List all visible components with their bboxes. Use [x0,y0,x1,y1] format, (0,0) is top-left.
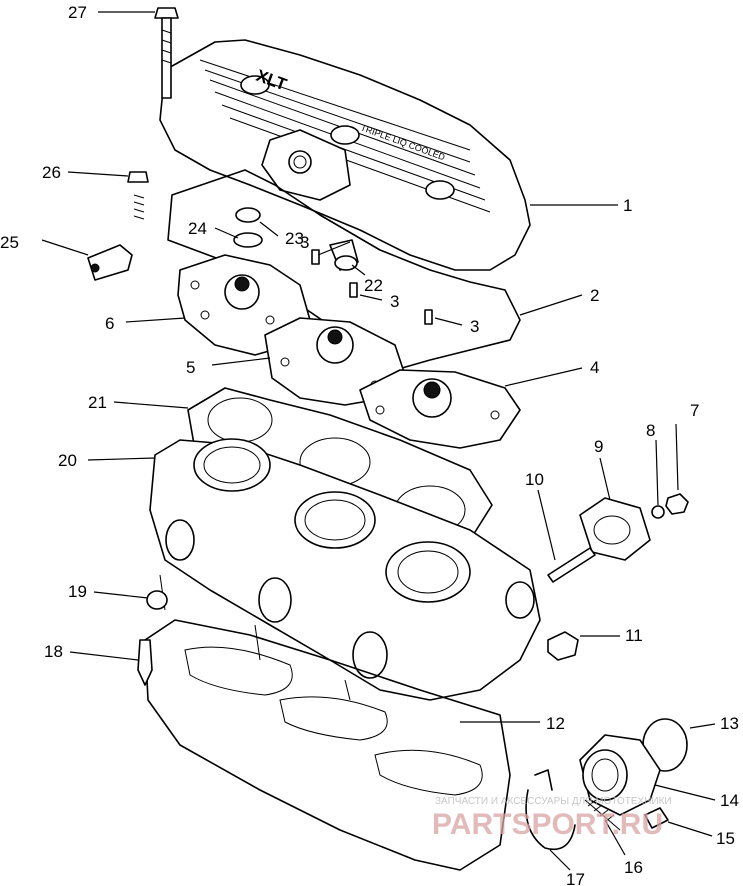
callout-26: 26 [42,163,61,182]
cylinder-head-cover: XLT TRIPLE LIQ COOLED [159,39,531,271]
leader-lines [41,11,716,871]
dowel-pins [311,249,433,325]
callout-8: 8 [646,421,655,440]
spring-16 [584,799,621,831]
callout-23: 23 [285,229,304,248]
callout-labels: 27 1 2 3 3 3 4 5 6 7 8 9 10 11 12 13 14 … [0,3,739,886]
callout-27: 27 [68,3,87,22]
watermark-logo: PARTSPORT.RU [432,808,663,841]
stud-10 [547,547,596,583]
fitting-18 [137,639,153,686]
callout-3-c: 3 [470,317,479,336]
callout-7: 7 [690,401,699,420]
oring-24 [233,207,263,248]
callout-6: 6 [105,314,114,333]
callout-3-b: 3 [390,292,399,311]
callout-22: 22 [364,276,383,295]
callout-10: 10 [525,470,544,489]
callout-3-a: 3 [300,233,309,252]
callout-11: 11 [625,626,643,645]
callout-15: 15 [716,829,735,848]
callout-4: 4 [590,358,599,377]
bolt-15 [644,807,669,829]
callout-20: 20 [58,451,77,470]
washer-8 [651,505,665,519]
callout-1: 1 [623,196,632,215]
callout-14: 14 [720,791,739,810]
callout-12: 12 [546,714,565,733]
callout-9: 9 [594,437,603,456]
callout-16: 16 [624,858,643,877]
nut-11 [547,631,579,661]
nut-7 [665,493,689,515]
callout-21: 21 [88,393,107,412]
cover-bolt [154,7,179,99]
callout-13: 13 [720,714,739,733]
callout-2: 2 [590,286,599,305]
cylinder-block [149,438,541,701]
temperature-sensor-top [127,171,149,220]
callout-17: 17 [566,870,585,886]
base-gasket [144,619,511,871]
callout-25: 25 [0,233,19,252]
exhaust-manifold-14 [579,734,661,816]
plug-19 [146,590,168,610]
callout-24: 24 [188,219,207,238]
temperature-sensor-side [87,244,133,281]
watermark: ЗАПЧАСТИ И АКСЕССУАРЫ ДЛЯ МОТОТЕХНИКИ PA… [432,796,672,841]
head-section-right [359,369,521,449]
callout-19: 19 [68,582,87,601]
watermark-line: ЗАПЧАСТИ И АКСЕССУАРЫ ДЛЯ МОТОТЕХНИКИ [435,796,672,807]
clamp-17 [525,769,576,850]
callout-18: 18 [44,642,63,661]
callout-5: 5 [186,358,195,377]
